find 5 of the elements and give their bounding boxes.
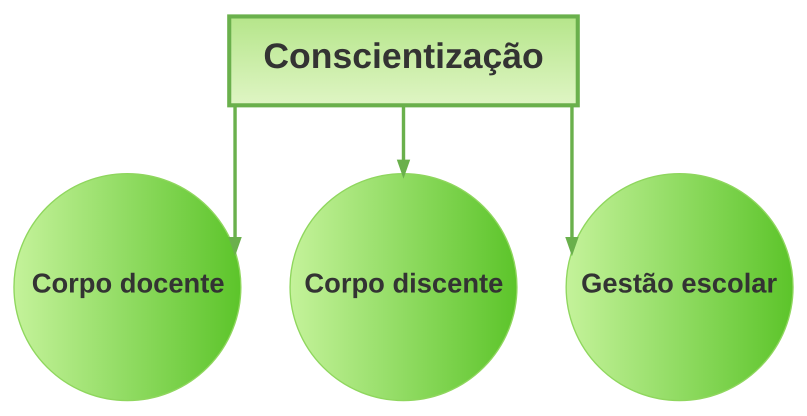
- node-box: Conscientização: [227, 14, 580, 107]
- node-circle: Corpo discente: [289, 172, 518, 401]
- arrow: [565, 105, 579, 256]
- arrow: [396, 105, 410, 178]
- arrow: [228, 105, 242, 256]
